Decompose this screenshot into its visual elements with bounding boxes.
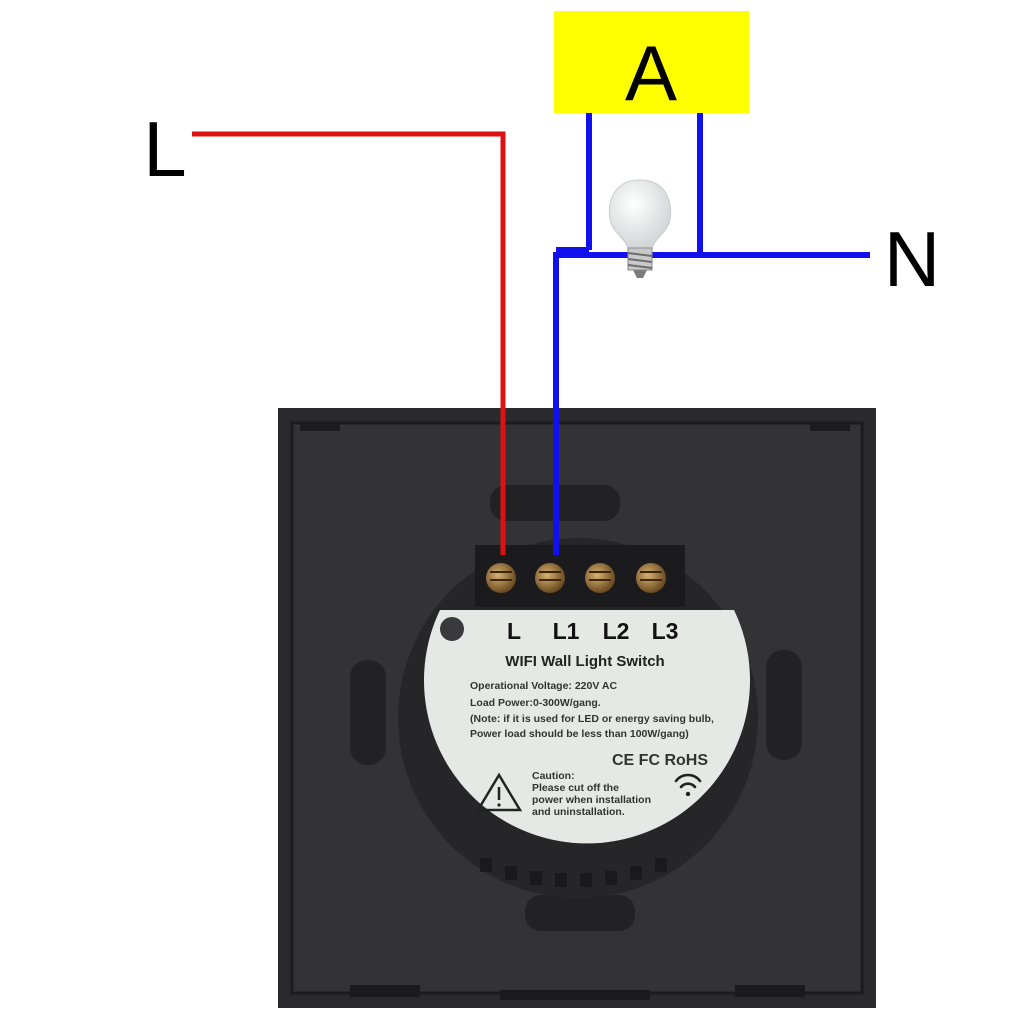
screw-l1 <box>535 563 565 593</box>
line-label: L <box>143 105 186 193</box>
neutral-wiring <box>553 113 870 555</box>
spec-load-power: Load Power:0-300W/gang. <box>470 697 601 709</box>
terminal-label-l: L <box>507 618 521 644</box>
certification-marks: CE FC RoHS <box>612 752 708 769</box>
device-title: WIFI Wall Light Switch <box>505 653 664 670</box>
corner-notch <box>300 423 340 431</box>
load-label: A <box>625 29 677 117</box>
spec-voltage: Operational Voltage: 220V AC <box>470 680 617 692</box>
caution-line3: and uninstallation. <box>532 806 625 818</box>
warning-triangle-icon <box>475 772 523 812</box>
spec-note-line2: Power load should be less than 100W/gang… <box>470 728 689 740</box>
caution-title: Caution: <box>532 770 575 782</box>
switch-back-plate: L L1 L2 L3 WIFI Wall Light Switch Operat… <box>278 408 876 1008</box>
terminal-label-l3: L3 <box>652 618 679 644</box>
bottom-tab <box>735 985 805 997</box>
ring-ridges <box>480 858 667 887</box>
terminal-label-l1: L1 <box>553 618 580 644</box>
terminal-screws <box>486 563 666 593</box>
screw-l3 <box>636 563 666 593</box>
left-slot <box>350 660 386 765</box>
neutral-label: N <box>884 215 940 303</box>
corner-notch <box>810 423 850 431</box>
terminal-label-l2: L2 <box>603 618 630 644</box>
wifi-icon <box>674 773 702 797</box>
live-wire <box>192 131 506 555</box>
screw-l <box>486 563 516 593</box>
spec-note-line1: (Note: if it is used for LED or energy s… <box>470 713 714 725</box>
load-box-fill <box>554 11 749 113</box>
load-box: A <box>554 11 749 117</box>
caution-line2: power when installation <box>532 794 651 806</box>
module-knob <box>440 617 464 641</box>
caution-line1: Please cut off the <box>532 782 619 794</box>
light-bulb-icon <box>608 179 672 278</box>
screw-l2 <box>585 563 615 593</box>
neutral-wire <box>553 252 870 555</box>
bottom-tab <box>350 985 420 997</box>
bottom-tab <box>500 990 650 1000</box>
bottom-slot <box>525 895 635 931</box>
right-slot <box>766 650 802 760</box>
